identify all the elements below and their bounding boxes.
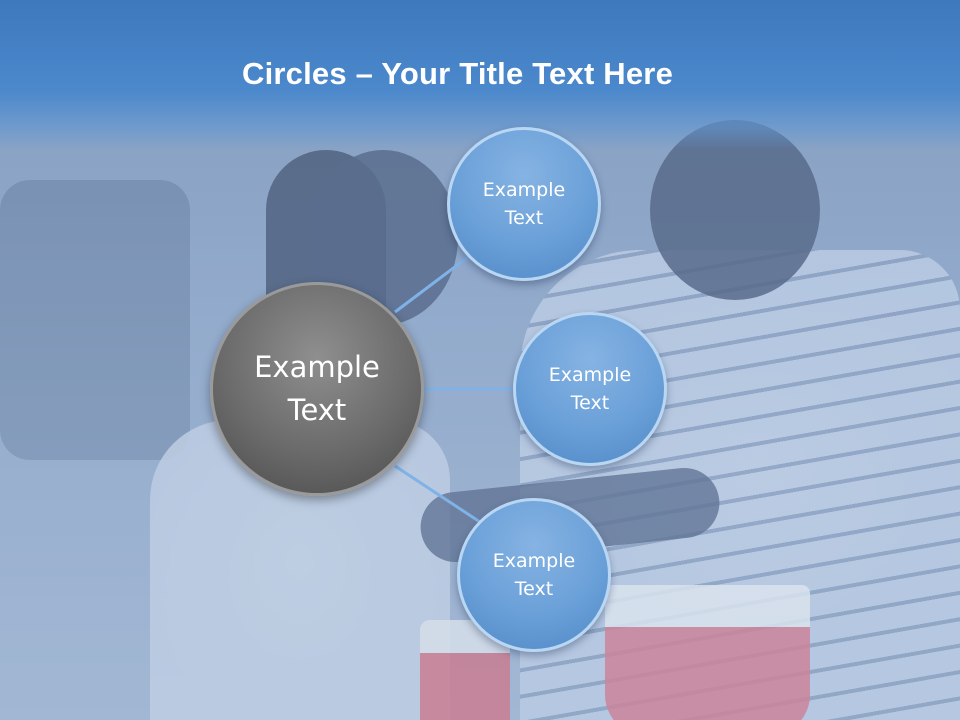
satellite-circle-1[interactable]: Example Text: [447, 127, 601, 281]
satellite-circle-2[interactable]: Example Text: [513, 312, 667, 466]
satellite-3-line1: Example: [492, 549, 576, 572]
title-bold: Circles: [242, 56, 347, 91]
satellite-1-line1: Example: [482, 178, 566, 201]
satellite-circle-3[interactable]: Example Text: [457, 498, 611, 652]
slide-title: Circles – Your Title Text Here: [242, 56, 673, 92]
center-circle-line2: Text: [287, 393, 347, 427]
connector-3: [394, 464, 481, 524]
center-circle[interactable]: Example Text: [210, 282, 424, 496]
theater-seat: [0, 180, 190, 460]
satellite-1-line2: Text: [504, 207, 544, 229]
popcorn-bucket: [605, 585, 810, 720]
satellite-2-line1: Example: [548, 363, 632, 386]
man-face: [650, 120, 820, 300]
title-banner: [0, 0, 960, 150]
satellite-3-line2: Text: [514, 578, 554, 600]
title-rest: – Your Title Text Here: [346, 56, 674, 91]
connector-1: [394, 252, 473, 314]
satellite-2-line2: Text: [570, 392, 610, 414]
center-circle-line1: Example: [254, 349, 380, 384]
